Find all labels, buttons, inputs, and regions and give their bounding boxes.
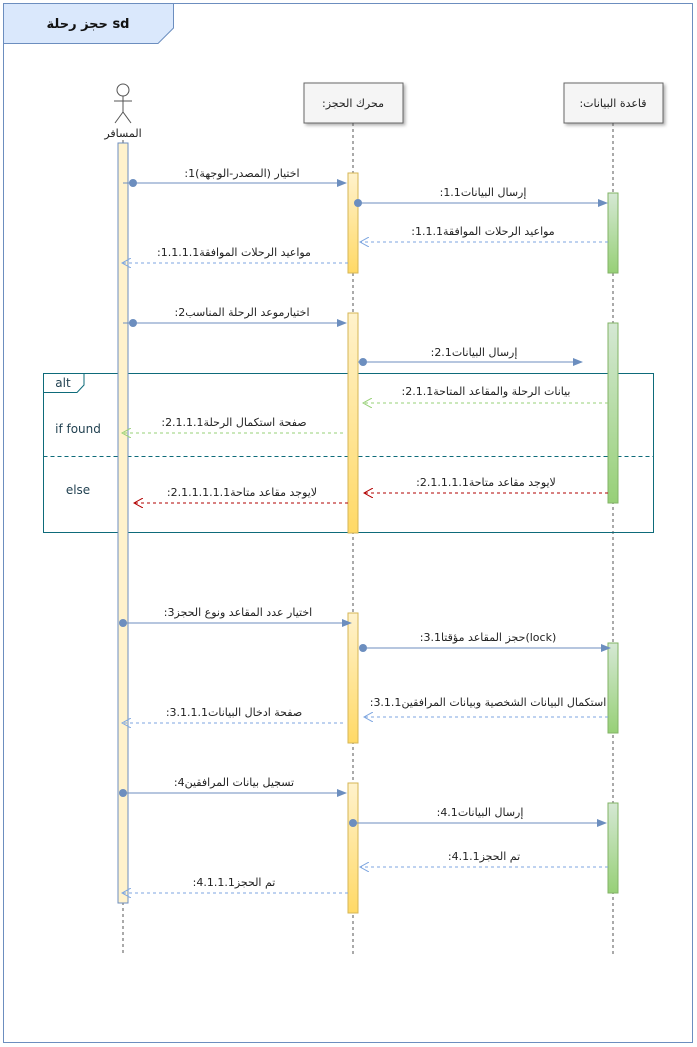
message-2-1-1-1: صفحة استكمال الرحلة2.1.1.1:	[122, 416, 343, 433]
message-4-1-label: إرسال البيانات4.1:	[437, 806, 524, 819]
message-2-1-label: إرسال البيانات2.1:	[431, 346, 518, 359]
guard-if-found: if found	[55, 422, 101, 436]
message-2: اختيارموعد الرحلة المناسب2:	[123, 306, 347, 327]
message-3-1-label: (lock)حجز المقاعد مؤقتا3.1:	[420, 631, 557, 644]
actor-traveler: المسافر	[103, 83, 142, 140]
message-2-1-1-1-1-1: لايوجد مقاعد متاحة2.1.1.1.1.1:	[134, 486, 348, 503]
message-1-1-label: إرسال البيانات1.1:	[440, 186, 527, 199]
message-2-1-1-label: بيانات الرحلة والمقاعد المتاحة2.1.1:	[402, 385, 571, 398]
message-3: اختيار عدد المقاعد ونوع الحجز3:	[119, 606, 352, 627]
message-2-1-1-1-1: لايوجد مقاعد متاحة2.1.1.1.1:	[364, 476, 608, 493]
database-lifeline-header	[563, 82, 664, 124]
actor-activation	[117, 142, 129, 904]
message-4-1-1-1: تم الحجز4.1.1.1:	[122, 876, 348, 893]
message-4-1-1-label: تم الحجز4.1.1:	[448, 850, 520, 863]
message-4-1: إرسال البيانات4.1:	[349, 806, 607, 827]
engine-lifeline-header	[303, 82, 404, 124]
message-4-label: تسجيل بيانات المرافقين4:	[174, 776, 294, 789]
engine-activation-3	[347, 612, 359, 744]
message-1-1-1: مواعيد الرحلات الموافقة1.1.1:	[360, 225, 608, 242]
message-3-1: (lock)حجز المقاعد مؤقتا3.1:	[359, 631, 611, 652]
message-2-1-1-1-label: صفحة استكمال الرحلة2.1.1.1:	[161, 416, 306, 429]
guard-else: else	[66, 483, 90, 497]
message-1: اختيار (المصدر-الوجهة)1:	[123, 167, 347, 187]
message-4-1-1-1-label: تم الحجز4.1.1.1:	[193, 876, 276, 889]
actor-label: المسافر	[103, 127, 141, 140]
database-lifeline-label: قاعدة البيانات:	[579, 97, 646, 110]
database-activation-4	[607, 802, 619, 894]
engine-activation-2	[347, 312, 359, 534]
message-3-1-1-1-label: صفحة ادخال البيانات3.1.1.1:	[166, 706, 302, 719]
message-2-1-1-1-1-1-label: لايوجد مقاعد متاحة2.1.1.1.1.1:	[167, 486, 317, 499]
message-3-1-1-label: استكمال البيانات الشخصية وبيانات المرافق…	[370, 696, 607, 709]
engine-lifeline-label: محرك الحجز:	[322, 97, 384, 110]
message-1-1: إرسال البيانات1.1:	[354, 186, 608, 207]
message-2-label: اختيارموعد الرحلة المناسب2:	[174, 306, 309, 319]
database-activation-3	[607, 642, 619, 734]
database-activation-1	[607, 192, 619, 274]
message-4: تسجيل بيانات المرافقين4:	[119, 776, 347, 797]
message-1-1-1-1: مواعيد الرحلات الموافقة1.1.1.1:	[122, 246, 348, 263]
message-1-label: اختيار (المصدر-الوجهة)1:	[184, 167, 299, 180]
alt-fragment-tab	[43, 373, 85, 393]
message-2-1-1-1-1-label: لايوجد مقاعد متاحة2.1.1.1.1:	[416, 476, 556, 489]
title-tab	[3, 3, 174, 44]
database-activation-2	[607, 322, 619, 504]
engine-activation-1	[347, 172, 359, 274]
message-1-1-1-label: مواعيد الرحلات الموافقة1.1.1:	[411, 225, 555, 238]
message-1-1-1-1-label: مواعيد الرحلات الموافقة1.1.1.1:	[157, 246, 311, 259]
actor-head-icon	[116, 83, 130, 97]
actor-left-leg	[114, 111, 124, 124]
message-3-1-1-1: صفحة ادخال البيانات3.1.1.1:	[122, 706, 343, 723]
message-3-label: اختيار عدد المقاعد ونوع الحجز3:	[164, 606, 312, 619]
message-3-1-1: استكمال البيانات الشخصية وبيانات المرافق…	[364, 696, 608, 717]
message-2-1-1: بيانات الرحلة والمقاعد المتاحة2.1.1:	[363, 385, 608, 403]
alt-operator: alt	[55, 376, 71, 390]
diagram-title: sd حجز رحلة	[47, 17, 130, 32]
message-4-1-1: تم الحجز4.1.1:	[360, 850, 608, 867]
actor-right-leg	[122, 111, 132, 124]
engine-activation-4	[347, 782, 359, 914]
message-2-1: إرسال البيانات2.1:	[358, 346, 583, 366]
